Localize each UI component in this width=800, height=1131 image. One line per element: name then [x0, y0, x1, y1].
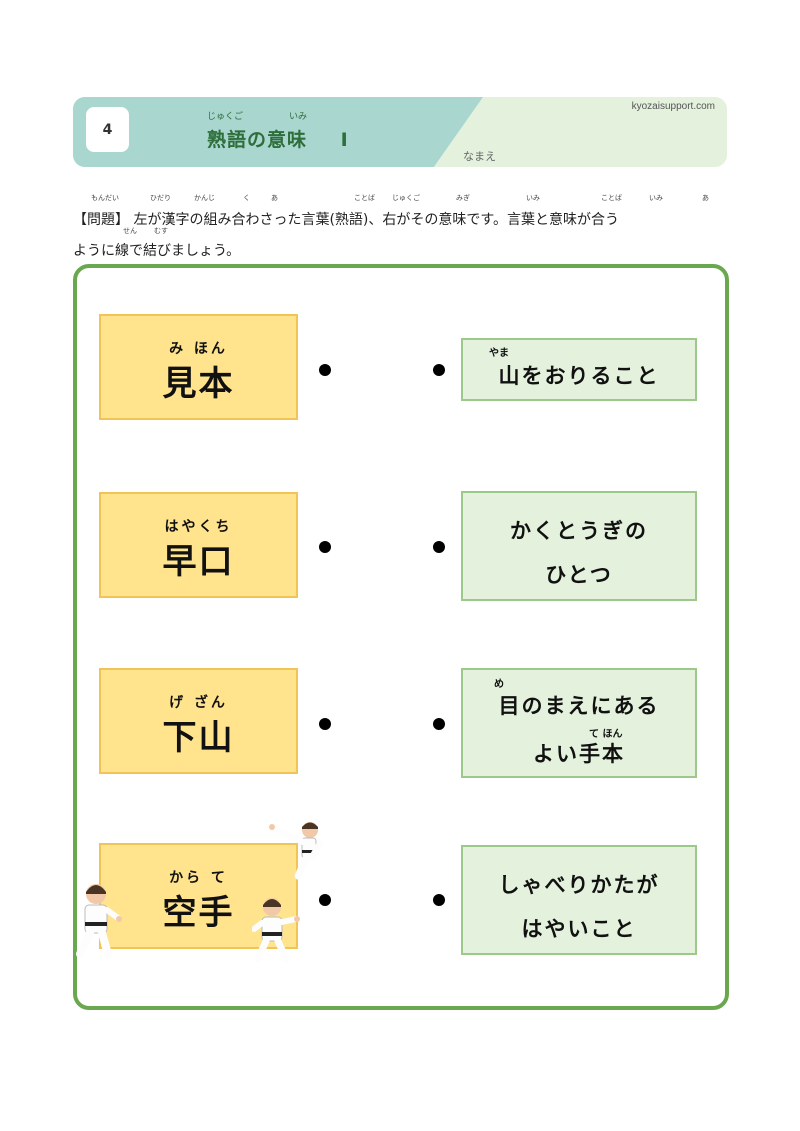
instr-ruby-imi1: いみ — [526, 194, 540, 202]
meaning-line-2: はやいこと — [521, 917, 637, 941]
term-word: 見本 — [162, 364, 235, 404]
meaning-line-1: 山をおりること — [498, 364, 660, 388]
left-dot-2[interactable] — [319, 541, 331, 553]
term-card-karate[interactable]: から て 空手 — [99, 843, 298, 949]
page-title: 熟語の意味 Ⅰ — [207, 125, 349, 152]
term-word: 空手 — [162, 893, 235, 933]
meaning-ruby-2: て ほん — [589, 729, 623, 740]
instr-ruby-kotoba1: ことば — [354, 194, 375, 202]
meaning-ruby: め — [494, 679, 504, 690]
instr-ruby-hidari: ひだり — [150, 194, 171, 202]
term-ruby: から て — [169, 870, 228, 886]
name-label: なまえ — [463, 150, 496, 163]
instruction-line-1: 【問題】 左が漢字の組み合わさった言葉(熟語)、右がその意味です。言葉と意味が合… — [73, 212, 619, 228]
meaning-card-3[interactable]: め 目のまえにある て ほん よい手本 — [461, 668, 697, 778]
left-dot-1[interactable] — [319, 364, 331, 376]
page-title-text: 熟語の意味 — [207, 129, 308, 151]
right-dot-2[interactable] — [433, 541, 445, 553]
term-ruby: げ ざん — [169, 695, 228, 711]
instruction-line-2: ように線で結びましょう。 — [73, 243, 241, 259]
meaning-line-2: よい手本 — [533, 742, 625, 766]
meaning-line-2: ひとつ — [545, 563, 613, 587]
left-dot-3[interactable] — [319, 718, 331, 730]
meaning-line-1: しゃべりかたが — [498, 873, 660, 897]
karate-kid-standing-icon — [76, 884, 122, 958]
right-dot-1[interactable] — [433, 364, 445, 376]
meaning-card-2[interactable]: かくとうぎの ひとつ — [461, 491, 697, 601]
matching-frame — [73, 264, 729, 1010]
instr-ruby-musu: むす — [154, 227, 168, 235]
meaning-line-1: かくとうぎの — [510, 519, 648, 543]
instr-ruby-imi2: いみ — [649, 194, 663, 202]
meaning-card-4[interactable]: しゃべりかたが はやいこと — [461, 845, 697, 955]
page-title-suffix: Ⅰ — [340, 129, 349, 151]
term-card-hayakuchi[interactable]: はやくち 早口 — [99, 492, 298, 598]
instr-ruby-sen: せん — [123, 227, 137, 235]
term-word: 下山 — [162, 718, 235, 758]
term-ruby: み ほん — [169, 341, 228, 357]
site-url: kyozaisupport.com — [631, 101, 715, 112]
instr-ruby-a1: あ — [271, 194, 278, 202]
term-card-gezan[interactable]: げ ざん 下山 — [99, 668, 298, 774]
instr-ruby-migi: みぎ — [456, 194, 470, 202]
instr-ruby-kotoba2: ことば — [601, 194, 622, 202]
left-dot-4[interactable] — [319, 894, 331, 906]
worksheet-number: 4 — [86, 107, 129, 152]
right-dot-4[interactable] — [433, 894, 445, 906]
instr-ruby-ku: く — [243, 194, 250, 202]
karate-kid-kicking-icon — [269, 822, 324, 880]
karate-kid-punching-icon — [252, 898, 300, 963]
term-card-mihon[interactable]: み ほん 見本 — [99, 314, 298, 420]
term-ruby: はやくち — [164, 519, 233, 535]
title-ruby-imi: いみ — [289, 112, 308, 122]
term-word: 早口 — [162, 542, 235, 582]
meaning-line-1: 目のまえにある — [498, 694, 660, 718]
title-ruby: じゅくご いみ — [207, 109, 347, 122]
instr-ruby-mondai: もんだい — [91, 194, 119, 202]
instr-ruby-kanji: かんじ — [194, 194, 215, 202]
instr-ruby-jukugo: じゅくご — [392, 194, 420, 202]
title-ruby-jukugo: じゅくご — [207, 112, 244, 122]
header-title-band — [73, 97, 483, 167]
instr-ruby-a2: あ — [702, 194, 709, 202]
meaning-ruby: やま — [489, 348, 509, 359]
meaning-card-1[interactable]: やま 山をおりること — [461, 338, 697, 401]
right-dot-3[interactable] — [433, 718, 445, 730]
worksheet-header: 4 じゅくご いみ 熟語の意味 Ⅰ kyozaisupport.com なまえ — [73, 97, 727, 167]
instruction: 【問題】 左が漢字の組み合わさった言葉(熟語)、右がその意味です。言葉と意味が合… — [73, 205, 733, 267]
